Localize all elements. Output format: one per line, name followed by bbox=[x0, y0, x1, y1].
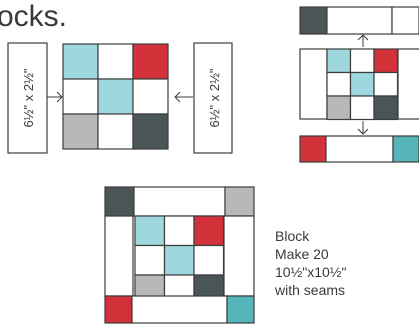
finished-bottom-strip bbox=[104, 295, 255, 324]
strip-corner-square bbox=[104, 186, 135, 217]
left-side-strip bbox=[7, 42, 48, 154]
nine-patch-square bbox=[62, 43, 99, 80]
nine-patch-square bbox=[193, 215, 225, 247]
step2-nine-patch bbox=[326, 48, 399, 121]
left-strip-dimension-label: 6½" x 2½" bbox=[21, 68, 36, 127]
nine-patch-square bbox=[62, 78, 99, 115]
finished-left-strip bbox=[104, 215, 134, 297]
nine-patch-square bbox=[163, 215, 195, 247]
nine-patch-square bbox=[62, 113, 99, 150]
strip-corner-square bbox=[226, 295, 255, 324]
right-arrow-icon bbox=[174, 91, 193, 103]
strip-center-rectangle bbox=[133, 186, 226, 217]
heading-text: ocks. bbox=[0, 0, 67, 33]
nine-patch-square bbox=[163, 244, 195, 276]
strip-center-rectangle bbox=[131, 295, 228, 324]
nine-patch-square bbox=[97, 78, 134, 115]
nine-patch-square bbox=[97, 43, 134, 80]
strip-center-rectangle bbox=[326, 6, 393, 35]
up-arrow-icon bbox=[357, 34, 369, 47]
block-note-seams: with seams bbox=[274, 282, 345, 298]
nine-patch-square bbox=[134, 244, 166, 276]
block-note-size: 10½"x10½" bbox=[275, 264, 346, 280]
nine-patch-square bbox=[134, 215, 166, 247]
step2-left-strip bbox=[299, 48, 328, 120]
left-arrow-icon bbox=[47, 91, 63, 103]
nine-patch-square bbox=[326, 48, 352, 74]
finished-right-strip bbox=[223, 215, 255, 297]
nine-patch-square bbox=[132, 78, 169, 115]
right-strip-dimension-label: 6½" x 2½" bbox=[207, 68, 222, 127]
step2-assembly bbox=[299, 6, 419, 163]
top-strip bbox=[299, 6, 419, 35]
bottom-strip bbox=[299, 135, 419, 163]
strip-corner-square bbox=[299, 135, 327, 163]
strip-corner-square bbox=[299, 6, 328, 35]
nine-patch-square bbox=[373, 95, 399, 121]
nine-patch-square bbox=[373, 71, 399, 97]
strip-corner-square bbox=[224, 186, 255, 217]
block-note-title: Block bbox=[275, 228, 310, 244]
strip-corner-square bbox=[104, 295, 133, 324]
block-note: Block Make 20 10½"x10½" with seams bbox=[274, 228, 346, 298]
strip-corner-square bbox=[391, 6, 419, 35]
nine-patch-square bbox=[349, 48, 375, 74]
step2-right-strip bbox=[397, 48, 419, 120]
block-note-quantity: Make 20 bbox=[275, 246, 329, 262]
nine-patch-square bbox=[349, 95, 375, 121]
nine-patch-square bbox=[97, 113, 134, 150]
nine-patch-square bbox=[132, 43, 169, 80]
nine-patch-square bbox=[193, 244, 225, 276]
strip-corner-square bbox=[392, 135, 419, 163]
nine-patch-square bbox=[373, 48, 399, 74]
step1-assembly: 6½" x 2½" 6½" x 2½" bbox=[7, 42, 233, 154]
nine-patch-square bbox=[326, 71, 352, 97]
nine-patch-square bbox=[349, 71, 375, 97]
finished-nine-patch bbox=[134, 215, 225, 306]
nine-patch-square bbox=[326, 95, 352, 121]
right-side-strip bbox=[193, 42, 233, 154]
finished-top-strip bbox=[104, 186, 255, 217]
down-arrow-icon bbox=[357, 121, 369, 135]
nine-patch-square bbox=[132, 113, 169, 150]
strip-center-rectangle bbox=[325, 135, 394, 163]
finished-block bbox=[104, 186, 255, 324]
nine-patch-block bbox=[62, 43, 169, 150]
